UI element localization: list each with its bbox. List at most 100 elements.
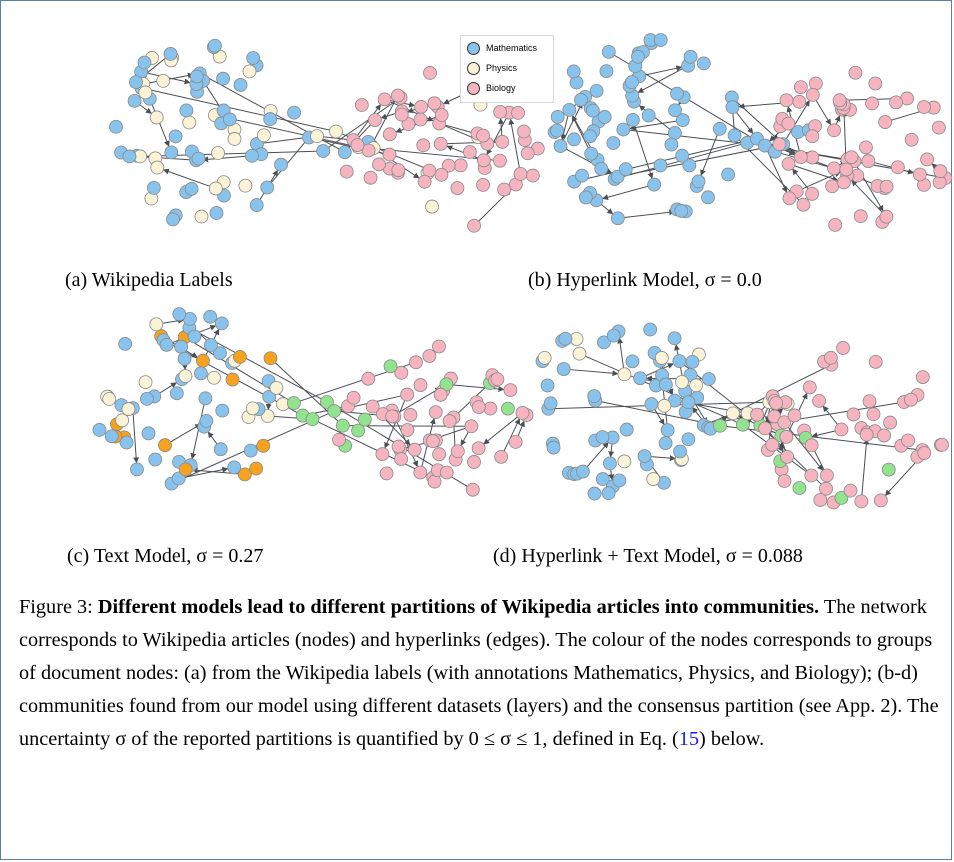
article-node — [589, 83, 604, 98]
article-node — [102, 392, 117, 406]
article-node — [713, 418, 727, 433]
article-node — [610, 211, 625, 226]
article-node — [163, 47, 178, 61]
article-node — [471, 400, 486, 415]
article-node — [901, 433, 915, 448]
article-node — [625, 75, 639, 90]
article-node — [187, 329, 202, 344]
article-node — [207, 370, 221, 385]
article-node — [316, 144, 331, 158]
article-node — [625, 113, 640, 127]
article-node — [612, 473, 627, 488]
hyperlink-edge — [371, 95, 399, 146]
article-node — [883, 415, 898, 430]
article-node — [777, 474, 792, 488]
article-node — [641, 108, 656, 123]
article-node — [413, 378, 428, 392]
article-node — [365, 399, 380, 414]
hyperlink-edge — [632, 119, 654, 179]
article-node — [227, 460, 242, 475]
hyperlink-edge — [560, 102, 583, 147]
article-node — [467, 218, 481, 233]
article-node — [140, 392, 154, 406]
article-node — [357, 412, 372, 427]
panel-d-caption: (d) Hyperlink + Text Model, σ = 0.088 — [493, 545, 803, 567]
article-node — [701, 190, 715, 205]
article-node — [199, 413, 214, 428]
article-node — [912, 167, 927, 182]
hyperlink-edge — [617, 209, 676, 219]
article-node — [583, 129, 597, 144]
article-node — [668, 103, 682, 118]
article-node — [403, 408, 418, 422]
article-node — [780, 449, 795, 464]
legend-item-biology: Biology — [467, 80, 516, 96]
article-node — [169, 386, 184, 401]
article-node — [441, 158, 456, 173]
hyperlink-edge — [563, 368, 619, 377]
article-node — [149, 317, 164, 332]
article-node — [606, 328, 621, 343]
article-node — [597, 335, 611, 350]
article-node — [553, 139, 568, 153]
article-node — [391, 439, 406, 454]
article-node — [494, 449, 509, 464]
article-node — [915, 370, 930, 385]
article-node — [245, 401, 260, 416]
article-node — [171, 471, 186, 486]
article-node — [385, 409, 400, 424]
hyperlink-edge — [344, 119, 376, 153]
article-node — [933, 164, 948, 179]
legend-label: Biology — [486, 83, 516, 93]
article-node — [597, 110, 612, 124]
article-node — [859, 140, 873, 155]
article-node — [164, 145, 179, 160]
article-node — [483, 401, 498, 416]
article-node — [305, 412, 320, 427]
article-node — [329, 124, 343, 139]
article-node — [594, 161, 609, 176]
article-node — [127, 93, 142, 108]
panel-b-caption: (b) Hyperlink Model, σ = 0.0 — [528, 269, 762, 291]
article-node — [792, 94, 807, 109]
article-node — [854, 494, 869, 509]
article-node — [904, 132, 919, 147]
legend-item-mathematics: Mathematics — [467, 40, 537, 56]
article-node — [422, 349, 437, 363]
hyperlink-edge — [851, 179, 887, 218]
article-node — [584, 146, 599, 161]
article-node — [647, 177, 662, 192]
article-node — [237, 467, 252, 482]
article-node — [861, 154, 876, 168]
article-node — [327, 404, 342, 418]
equation-link[interactable]: 15 — [678, 728, 700, 750]
article-node — [138, 375, 153, 390]
caption-label: Figure 3: — [19, 596, 93, 618]
article-node — [211, 146, 225, 160]
article-node — [804, 468, 819, 483]
article-node — [256, 128, 271, 143]
article-node — [796, 197, 811, 212]
article-node — [550, 109, 565, 124]
article-node — [726, 406, 740, 421]
article-node — [878, 115, 893, 129]
article-node — [233, 78, 248, 92]
article-node — [606, 136, 621, 150]
article-node — [203, 309, 218, 324]
article-node — [156, 73, 171, 88]
article-node — [848, 65, 863, 80]
article-node — [168, 129, 183, 144]
article-node — [225, 372, 240, 387]
article-node — [782, 191, 797, 206]
article-node — [413, 112, 428, 127]
article-node — [249, 198, 264, 212]
article-node — [500, 401, 515, 416]
article-node — [812, 393, 826, 408]
mathematics-swatch — [467, 41, 480, 55]
article-node — [868, 354, 883, 369]
network-panel-c — [92, 307, 534, 497]
article-node — [625, 354, 640, 369]
article-node — [400, 387, 415, 402]
hyperlink-edge — [732, 364, 833, 414]
article-node — [685, 354, 700, 369]
